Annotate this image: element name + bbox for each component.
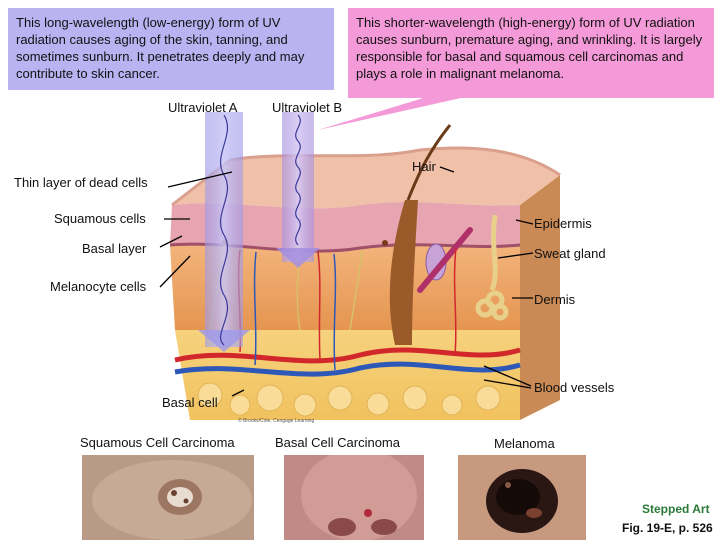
label-basal-cell: Basal cell bbox=[162, 395, 218, 410]
label-hair: Hair bbox=[412, 159, 436, 174]
uva-wave bbox=[219, 114, 229, 346]
uvb-beam bbox=[282, 112, 314, 262]
hair-shaft bbox=[406, 124, 452, 201]
skin-surface-top bbox=[172, 148, 560, 209]
caption-squamous-cell-carcinoma: Squamous Cell Carcinoma bbox=[80, 435, 235, 450]
uvb-wave bbox=[295, 114, 301, 246]
label-epidermis: Epidermis bbox=[534, 216, 592, 231]
caption-basal-cell-carcinoma: Basal Cell Carcinoma bbox=[275, 435, 400, 450]
stepped-art-label: Stepped Art bbox=[642, 502, 710, 516]
epidermis-layer bbox=[170, 202, 520, 252]
label-sweat-gland: Sweat gland bbox=[534, 246, 606, 261]
label-ultraviolet-a: Ultraviolet A bbox=[168, 100, 238, 115]
dead-cell-layer bbox=[171, 146, 561, 207]
uvb-beam-arrowhead bbox=[276, 248, 320, 268]
arrector-pili-muscle bbox=[417, 227, 473, 293]
leader-lines bbox=[159, 166, 534, 397]
label-melanocyte-cells: Melanocyte cells bbox=[50, 279, 147, 294]
squamous-cell-carcinoma-photo bbox=[82, 455, 254, 540]
uvb-callout: This shorter-wavelength (high-energy) fo… bbox=[348, 8, 714, 98]
blood-vessel-artery bbox=[174, 347, 521, 364]
figure-reference: Fig. 19-E, p. 526 bbox=[622, 521, 713, 535]
fat-globules bbox=[197, 382, 501, 417]
sweat-gland-coil bbox=[475, 214, 509, 321]
melanoma-photo bbox=[458, 455, 586, 540]
uva-beam bbox=[205, 112, 243, 347]
hair-follicle bbox=[389, 200, 418, 345]
uva-callout: This long-wavelength (low-energy) form o… bbox=[8, 8, 334, 90]
venules bbox=[253, 251, 337, 371]
caption-melanoma: Melanoma bbox=[494, 436, 555, 451]
label-dead-cells: Thin layer of dead cells bbox=[14, 175, 148, 190]
blood-vessel-vein bbox=[174, 361, 521, 377]
label-basal-layer: Basal layer bbox=[82, 241, 147, 256]
copyright-credit: © Brooks/Cole, Cengage Learning bbox=[238, 418, 315, 424]
basal-cell-carcinoma-photo bbox=[284, 455, 424, 540]
label-dermis: Dermis bbox=[534, 292, 576, 307]
skin-block-side bbox=[520, 175, 560, 420]
uvb-callout-pointer bbox=[318, 96, 470, 130]
uva-beam-arrowhead bbox=[198, 330, 250, 352]
label-blood-vessels: Blood vessels bbox=[534, 380, 615, 395]
label-ultraviolet-b: Ultraviolet B bbox=[272, 100, 343, 115]
label-squamous-cells: Squamous cells bbox=[54, 211, 146, 226]
